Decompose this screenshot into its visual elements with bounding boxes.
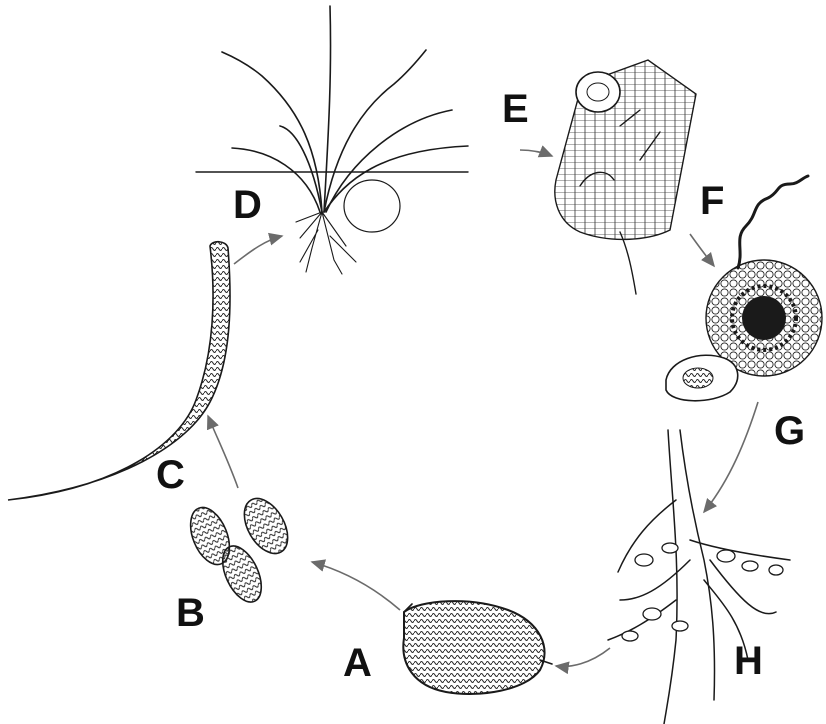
cycle-arrows — [208, 150, 758, 666]
arrow-e — [520, 150, 552, 156]
root-invasion-illustration — [555, 60, 696, 294]
arrow-c-to-d — [234, 236, 282, 264]
label-b: B — [176, 591, 205, 635]
female-on-root-illustration — [666, 260, 822, 401]
plant-illustration — [196, 6, 468, 274]
arrow-g-to-h — [704, 402, 758, 512]
label-e: E — [502, 87, 529, 131]
label-d: D — [233, 183, 262, 227]
label-g: G — [774, 409, 805, 453]
label-f: F — [700, 179, 724, 223]
juvenile-illustration — [8, 242, 230, 500]
arrow-b-to-c — [208, 416, 238, 488]
arrow-h-to-a — [556, 648, 610, 666]
label-c: C — [156, 453, 185, 497]
label-a: A — [343, 641, 372, 685]
arrow-f — [690, 234, 714, 266]
male-illustration — [738, 176, 808, 268]
arrow-a-to-b — [312, 562, 400, 610]
cyst-illustration — [403, 601, 552, 694]
label-h: H — [734, 639, 763, 683]
